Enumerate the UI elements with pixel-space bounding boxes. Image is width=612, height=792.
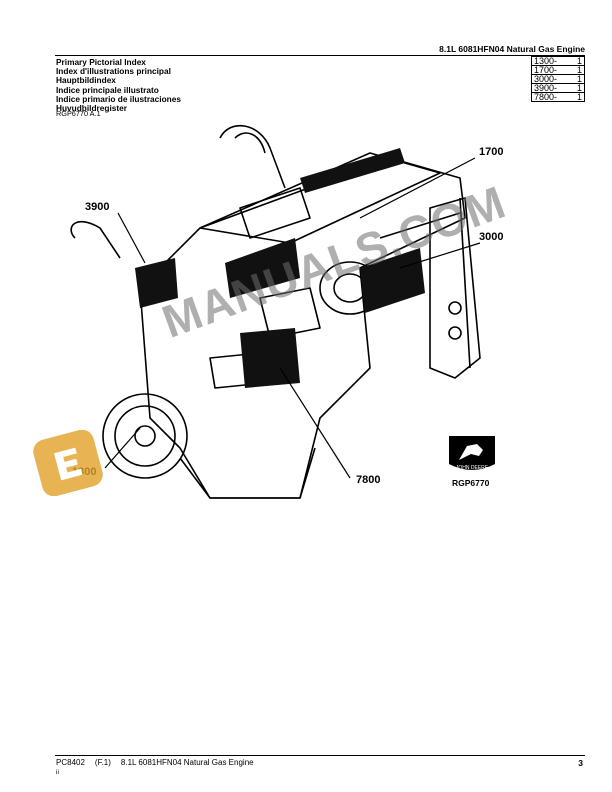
john-deere-logo: JOHN DEERE	[449, 436, 495, 471]
figure-reference: RGP6770 A.1	[56, 109, 101, 118]
footer-doc-code: PC8402	[56, 758, 85, 767]
header-rule	[55, 55, 585, 56]
index-key: 7800-	[530, 92, 571, 102]
page-number: 3	[578, 758, 583, 768]
footer-left: PC8402 (F.1) 8.1L 6081HFN04 Natural Gas En…	[56, 758, 264, 767]
logo-text: JOHN DEERE	[456, 465, 489, 471]
footer-sub: ii	[56, 769, 59, 776]
watermark-badge-icon	[33, 430, 103, 496]
footer-rule	[55, 755, 585, 756]
index-title-sv: Huvudbildregister	[56, 103, 127, 114]
index-title-it: Indice principale illustrato	[56, 84, 159, 95]
index-title-fr: Index d'illustrations principal	[56, 66, 171, 77]
callout-7800: 7800	[356, 474, 381, 486]
logo-caption: RGP6770	[452, 478, 490, 488]
index-title-de: Hauptbildindex	[56, 75, 116, 86]
index-title-es: Indice primario de ilustraciones	[56, 93, 181, 104]
index-table: 1300-1 1700-1 3000-1 3900-1 7800-1	[530, 56, 585, 102]
callout-3000: 3000	[479, 231, 504, 243]
footer-revision: (F.1)	[94, 758, 111, 767]
index-title-en: Primary Pictorial Index	[56, 57, 146, 67]
index-titles: Primary Pictorial Index Index d'illustra…	[56, 57, 181, 114]
callout-3900: 3900	[85, 201, 110, 213]
callout-1700: 1700	[479, 146, 504, 158]
index-row[interactable]: 7800-1	[530, 92, 585, 102]
engine-illustration	[70, 124, 481, 499]
index-num: 1	[570, 92, 585, 102]
header-title: 8.1L 6081HFN04 Natural Gas Engine	[439, 44, 585, 54]
footer-title: 8.1L 6081HFN04 Natural Gas Engine	[120, 758, 254, 767]
